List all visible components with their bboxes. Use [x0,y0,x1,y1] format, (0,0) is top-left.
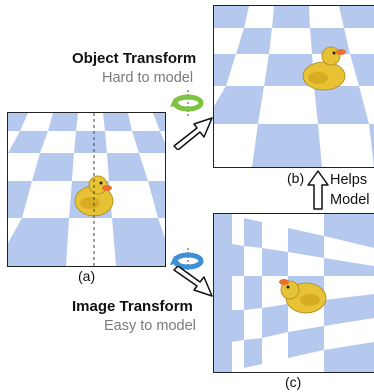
panel-b-caption: (b) [287,170,305,186]
image-transform-title: Image Transform [72,298,193,315]
panel-b-checkerboard [214,6,374,167]
arrow-to-object-transform-icon [173,117,213,150]
panel-b-object-transform [213,5,374,168]
panel-a-original-image [7,112,166,267]
panel-c-checkerboard [214,214,374,372]
rotate-arrow-green-icon [170,90,204,116]
panel-a-caption: (a) [78,268,96,284]
panel-c-caption: (c) [285,374,302,390]
helps-model-arrow-icon [307,170,329,210]
helps-label: Helps [330,172,368,188]
model-label: Model [330,192,370,208]
duck-icon [302,46,346,91]
object-transform-title: Object Transform [72,50,197,67]
panel-a-checkerboard [8,113,165,266]
image-transform-subtitle: Easy to model [104,318,196,334]
rotate-arrow-blue-icon [170,248,204,274]
duck-icon [279,279,327,314]
arrow-to-image-transform-icon [173,266,213,297]
panel-c-image-transform [213,213,374,373]
object-transform-subtitle: Hard to model [102,70,194,86]
